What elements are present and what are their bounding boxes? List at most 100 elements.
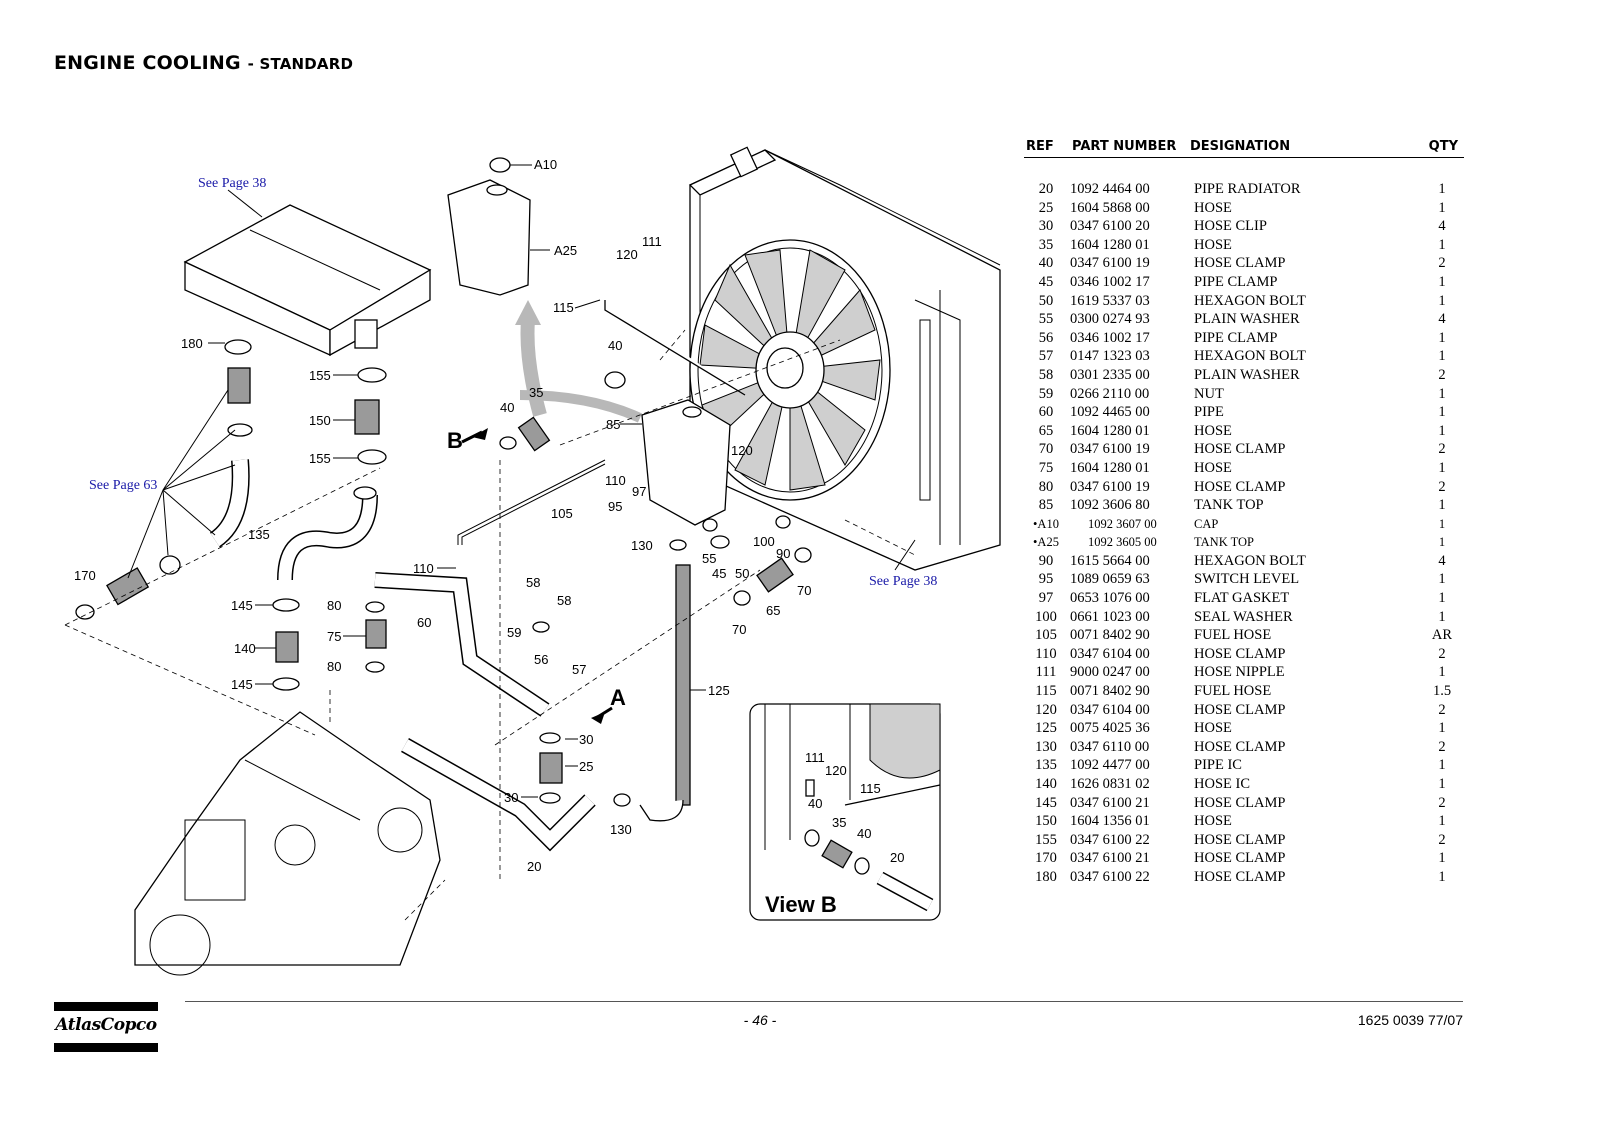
cell-qty: 2 bbox=[1438, 478, 1446, 495]
cell-ref: 97 bbox=[1038, 590, 1054, 607]
cell-designation: PIPE RADIATOR bbox=[1194, 181, 1301, 197]
cell-part-number: 0346 1002 17 bbox=[1070, 273, 1150, 290]
cell-qty: 1 bbox=[1438, 273, 1446, 290]
parts-list-header: REF PART NUMBER DESIGNATION QTY bbox=[1024, 139, 1464, 158]
logo-wordmark: AtlasCopco bbox=[55, 1015, 157, 1035]
cell-part-number: 0347 6110 00 bbox=[1070, 738, 1150, 755]
cell-part-number: 0300 0274 93 bbox=[1070, 311, 1150, 328]
callout-vb40a: 40 bbox=[808, 796, 822, 811]
callout-vb115: 115 bbox=[860, 781, 881, 796]
title-sub: - STANDARD bbox=[247, 55, 354, 73]
cell-designation: HOSE bbox=[1194, 236, 1232, 253]
expansion-tank-85 bbox=[641, 399, 731, 526]
callout-170: 170 bbox=[74, 568, 96, 583]
callout-60: 60 bbox=[417, 615, 431, 630]
cell-designation: TANK TOP bbox=[1194, 535, 1255, 550]
cell-designation: SEAL WASHER bbox=[1194, 608, 1293, 625]
cell-qty: 1 bbox=[1438, 571, 1446, 588]
cell-designation: FLAT GASKET bbox=[1194, 590, 1290, 607]
cell-designation: HOSE bbox=[1194, 422, 1232, 439]
cell-designation: HOSE CLAMP bbox=[1194, 645, 1286, 662]
atlas-copco-logo: AtlasCopco bbox=[54, 1002, 158, 1052]
callout-120b: 120 bbox=[731, 443, 753, 458]
cell-qty: 1 bbox=[1438, 720, 1446, 737]
callout-110a: 110 bbox=[605, 473, 626, 488]
callout-35: 35 bbox=[529, 385, 543, 400]
cell-part-number: 1092 3606 80 bbox=[1070, 497, 1150, 514]
callout-97: 97 bbox=[632, 484, 646, 499]
callout-vb35: 35 bbox=[832, 815, 846, 830]
cell-ref: 155 bbox=[1035, 831, 1057, 848]
cell-ref: 58 bbox=[1038, 366, 1054, 383]
callout-45: 45 bbox=[712, 566, 726, 581]
cell-designation: HOSE NIPPLE bbox=[1194, 664, 1285, 681]
cell-qty: 4 bbox=[1438, 218, 1446, 235]
cell-qty: 1 bbox=[1438, 459, 1446, 476]
title-main: ENGINE COOLING bbox=[54, 52, 241, 74]
cell-qty: 1 bbox=[1438, 404, 1446, 421]
callout-110b: 110 bbox=[413, 561, 434, 576]
cell-part-number: 0653 1076 00 bbox=[1070, 590, 1150, 607]
cell-ref: 56 bbox=[1038, 329, 1054, 346]
callout-70a: 70 bbox=[797, 583, 811, 598]
view-b-label: View B bbox=[765, 892, 837, 917]
cell-designation: HOSE bbox=[1194, 459, 1232, 476]
cell-part-number: 0347 6100 22 bbox=[1070, 868, 1150, 885]
cell-designation: HEXAGON BOLT bbox=[1194, 292, 1306, 309]
cell-designation: PIPE bbox=[1194, 404, 1224, 421]
cell-ref: 25 bbox=[1038, 199, 1054, 216]
callout-59: 59 bbox=[507, 625, 521, 640]
cell-designation: HOSE CLAMP bbox=[1194, 738, 1286, 755]
page-number: - 46 - bbox=[743, 1012, 777, 1028]
cell-designation: PIPE CLAMP bbox=[1194, 273, 1278, 290]
cell-designation: HOSE bbox=[1194, 720, 1232, 737]
cell-part-number: 0661 1023 00 bbox=[1070, 608, 1150, 625]
cell-ref: 100 bbox=[1035, 608, 1057, 625]
cell-ref: 130 bbox=[1035, 738, 1057, 755]
callout-50: 50 bbox=[735, 566, 749, 581]
callout-vb111: 111 bbox=[805, 750, 825, 765]
cell-qty: AR bbox=[1431, 627, 1453, 644]
see-page-38-top: See Page 38 bbox=[198, 176, 266, 191]
cell-designation: HOSE CLAMP bbox=[1194, 701, 1286, 718]
cell-part-number: 1092 3605 00 bbox=[1088, 535, 1157, 550]
cell-designation: SWITCH LEVEL bbox=[1194, 571, 1300, 588]
cell-ref: 135 bbox=[1035, 757, 1057, 774]
callout-65: 65 bbox=[766, 603, 780, 618]
cell-part-number: 1092 4477 00 bbox=[1070, 757, 1150, 774]
cell-ref: 115 bbox=[1035, 683, 1057, 700]
callout-95: 95 bbox=[608, 499, 622, 514]
cell-ref: •A10 bbox=[1033, 516, 1059, 531]
callout-100: 100 bbox=[753, 534, 775, 549]
header-designation: DESIGNATION bbox=[1190, 139, 1291, 154]
cell-qty: 1 bbox=[1438, 422, 1446, 439]
hose-clamps bbox=[75, 339, 812, 807]
callout-145b: 145 bbox=[231, 677, 253, 692]
page-title: ENGINE COOLING - STANDARD bbox=[54, 52, 353, 74]
cell-ref: 40 bbox=[1038, 255, 1054, 272]
cell-qty: 2 bbox=[1438, 645, 1446, 662]
callout-75: 75 bbox=[327, 629, 341, 644]
cell-designation: HOSE CLAMP bbox=[1194, 794, 1286, 811]
cell-qty: 1 bbox=[1438, 516, 1446, 531]
cell-part-number: 0147 1323 03 bbox=[1070, 348, 1150, 365]
cell-qty: 2 bbox=[1438, 441, 1446, 458]
cell-qty: 1 bbox=[1438, 329, 1446, 346]
cell-designation: PLAIN WASHER bbox=[1194, 366, 1300, 383]
callout-85: 85 bbox=[606, 417, 620, 432]
